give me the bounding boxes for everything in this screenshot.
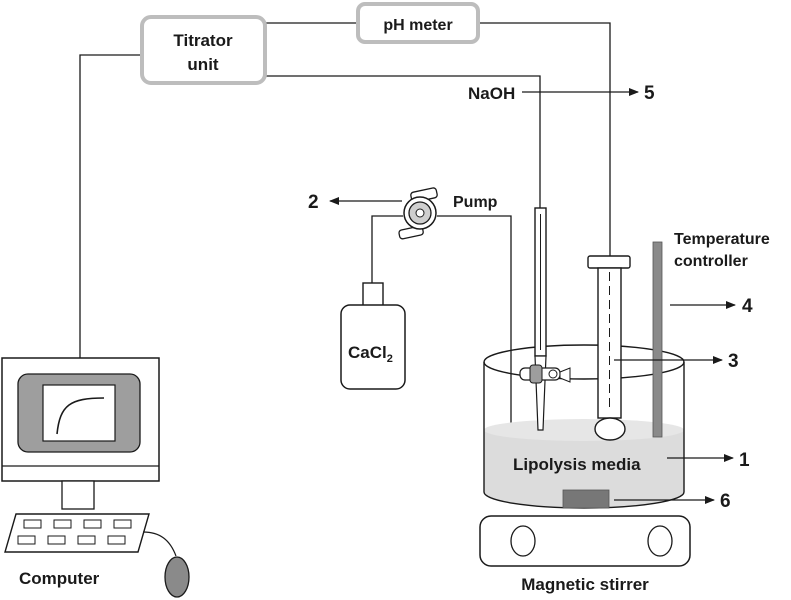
stir-bar (562, 489, 610, 509)
wire-titrator-burette (265, 75, 541, 208)
cacl2-label: CaCl2 (348, 343, 393, 365)
callout-4: 4 (742, 296, 753, 317)
lipolysis-media-label: Lipolysis media (513, 455, 641, 474)
mouse (164, 556, 190, 598)
temperature-label-line2: controller (674, 253, 748, 270)
callout-6: 6 (720, 491, 731, 512)
wire-ph-electrode (478, 22, 611, 256)
pump-tube-bottle (371, 215, 403, 283)
magnetic-stirrer (479, 515, 691, 567)
titrator-label-line1: Titrator (173, 31, 233, 50)
computer (1, 357, 190, 598)
ph-electrode (587, 255, 631, 441)
reaction-vessel (483, 344, 685, 509)
cacl2-bottle: CaCl2 (340, 282, 406, 390)
temperature-probe (652, 241, 663, 438)
ph-meter-box: pH meter (356, 2, 480, 44)
titrator-unit-box: Titrator unit (140, 15, 267, 85)
magnetic-stirrer-label: Magnetic stirrer (521, 575, 649, 594)
temperature-label-line1: Temperature (674, 231, 770, 248)
callout-3: 3 (728, 351, 739, 372)
calcium-dosing-valve (519, 364, 571, 384)
pump-tube-vessel (437, 215, 512, 430)
titration-curve (56, 397, 105, 435)
callout-1: 1 (739, 450, 750, 471)
titrator-label-line2: unit (187, 55, 218, 74)
naoh-label: NaOH (468, 84, 515, 103)
ph-meter-label: pH meter (383, 17, 452, 34)
computer-label: Computer (19, 569, 100, 588)
callout-2: 2 (308, 192, 319, 213)
wire-titrator-computer (79, 54, 142, 358)
naoh-burette (534, 207, 547, 431)
pump-label: Pump (453, 194, 498, 211)
connection-wires (79, 22, 611, 430)
callout-5: 5 (644, 83, 655, 104)
pump (398, 187, 438, 240)
